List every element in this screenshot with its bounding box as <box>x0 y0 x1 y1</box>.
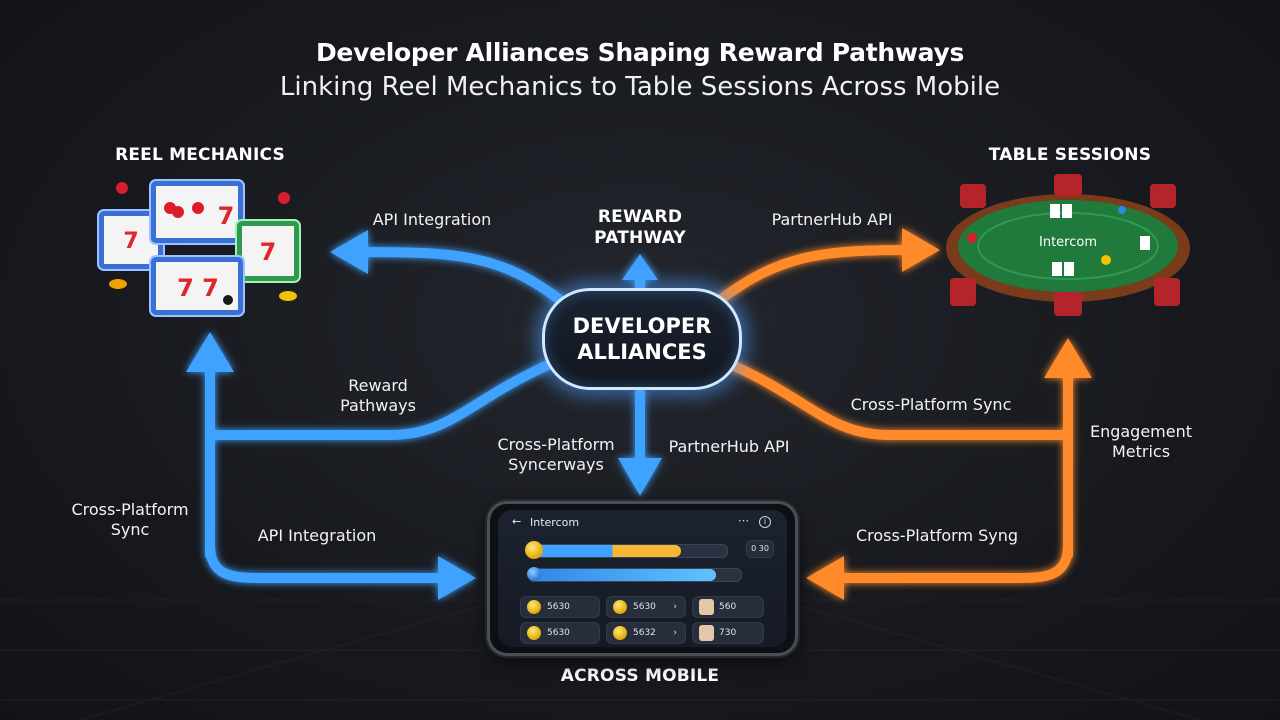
coin-icon <box>613 626 627 640</box>
arrowhead-reel-left <box>330 230 368 274</box>
coin-icon <box>525 541 543 559</box>
stat-value: 5630 <box>633 602 656 612</box>
info-icon[interactable]: i <box>759 516 771 528</box>
stat-pill[interactable]: 5632 › <box>606 622 686 644</box>
label-cross-sync-left-1: Cross-Platform <box>71 500 189 519</box>
label-cross-syncerways-1: Cross-Platform <box>497 435 615 454</box>
edge-hub-to-reel <box>355 247 565 305</box>
reward-line-1: REWARD <box>597 207 683 227</box>
hub-line-1: DEVELOPER <box>572 314 712 338</box>
chevron-right-icon: › <box>673 628 677 638</box>
stat-value: 730 <box>719 628 737 638</box>
edge-left-to-phone <box>205 540 450 583</box>
stat-value: 5632 <box>633 628 656 638</box>
chevron-right-icon: › <box>673 602 677 612</box>
label-engagement-2: Metrics <box>1111 442 1171 461</box>
stat-value: 5630 <box>547 628 570 638</box>
stat-pill[interactable]: 560 <box>692 596 764 618</box>
avatar-icon <box>699 599 714 615</box>
reel-machines-illustration: 7 7 7 7 7 <box>97 179 301 317</box>
arrow-left-icon[interactable]: ← <box>512 515 522 528</box>
more-dots-icon[interactable]: ⋯ <box>738 514 749 527</box>
arrowhead-table-up <box>1044 338 1092 378</box>
label-cross-syncerways-2: Syncerways <box>508 455 604 474</box>
avatar-icon <box>527 567 541 581</box>
progress-fill-1 <box>529 545 682 557</box>
arrowhead-phone-right <box>438 556 476 600</box>
svg-text:7 7: 7 7 <box>177 274 219 302</box>
stat-value: 5630 <box>547 602 570 612</box>
label-engagement-metrics: Engagement Metrics <box>1074 422 1208 462</box>
mobile-phone: ← Intercom ⋯ i 0 30 5630 5630 › 560 5630 5632… <box>487 501 798 656</box>
label-reward-pathways-2: Pathways <box>340 396 416 415</box>
edge-hub-to-table <box>715 245 917 305</box>
label-partnerhub-top: PartnerHub API <box>771 210 893 229</box>
svg-text:7: 7 <box>260 238 277 266</box>
label-partnerhub-center: PartnerHub API <box>668 437 790 456</box>
progress-1-value: 0 30 <box>746 540 774 558</box>
hub-line-2: ALLIANCES <box>577 340 707 364</box>
stat-pill[interactable]: 5630 › <box>606 596 686 618</box>
diagram-subtitle: Linking Reel Mechanics to Table Sessions… <box>279 72 1001 102</box>
stat-pill[interactable]: 5630 <box>520 596 600 618</box>
label-cross-syncerways: Cross-Platform Syncerways <box>486 435 626 475</box>
table-label: Intercom <box>1039 235 1097 250</box>
across-mobile-heading: ACROSS MOBILE <box>560 666 720 686</box>
stat-value: 560 <box>719 602 737 612</box>
progress-bar-2 <box>527 567 742 582</box>
poker-table-illustration <box>946 174 1190 316</box>
svg-text:7: 7 <box>218 202 235 230</box>
progress-fill-2 <box>529 569 716 581</box>
label-reward-pathways: Reward Pathways <box>318 376 438 416</box>
reel-mechanics-heading: REEL MECHANICS <box>115 145 285 165</box>
avatar-icon <box>699 625 714 641</box>
label-cross-syng-bottom: Cross-Platform Syng <box>855 526 1019 545</box>
coin-icon <box>527 626 541 640</box>
label-cross-sync-left: Cross-Platform Sync <box>58 500 202 540</box>
reward-line-2: PATHWAY <box>594 228 686 248</box>
diagram-title: Developer Alliances Shaping Reward Pathw… <box>315 38 965 67</box>
developer-alliances-hub: DEVELOPER ALLIANCES <box>542 288 742 390</box>
arrowhead-table-right <box>902 228 940 272</box>
phone-screen: ← Intercom ⋯ i 0 30 5630 5630 › 560 5630 5632… <box>498 510 787 647</box>
stat-pill[interactable]: 5630 <box>520 622 600 644</box>
label-engagement-1: Engagement <box>1089 422 1193 441</box>
arrowhead-phone-left <box>806 556 844 600</box>
label-api-integration-bottom: API Integration <box>257 526 377 545</box>
stat-pill[interactable]: 730 <box>692 622 764 644</box>
phone-top-bar: ← Intercom ⋯ i <box>498 510 787 536</box>
phone-app-title: Intercom <box>530 516 580 529</box>
label-reward-pathways-1: Reward <box>348 376 408 395</box>
arrowhead-reel-up <box>186 332 234 372</box>
table-sessions-heading: TABLE SESSIONS <box>988 145 1152 165</box>
label-cross-sync-right: Cross-Platform Sync <box>850 395 1012 414</box>
arrowhead-reward-up <box>622 254 658 280</box>
edge-right-to-phone <box>833 540 1073 583</box>
reward-pathway-heading: REWARD PATHWAY <box>578 207 702 249</box>
arrowhead-phone-down <box>618 458 662 496</box>
edge-hub-to-cross-sync <box>727 360 1067 440</box>
progress-bar-1 <box>525 541 728 559</box>
svg-text:7: 7 <box>123 229 138 254</box>
label-cross-sync-left-2: Sync <box>110 520 150 539</box>
label-api-integration-top: API Integration <box>372 210 492 229</box>
coin-icon <box>613 600 627 614</box>
edge-hub-to-reward-pathways <box>210 360 553 440</box>
coin-icon <box>527 600 541 614</box>
